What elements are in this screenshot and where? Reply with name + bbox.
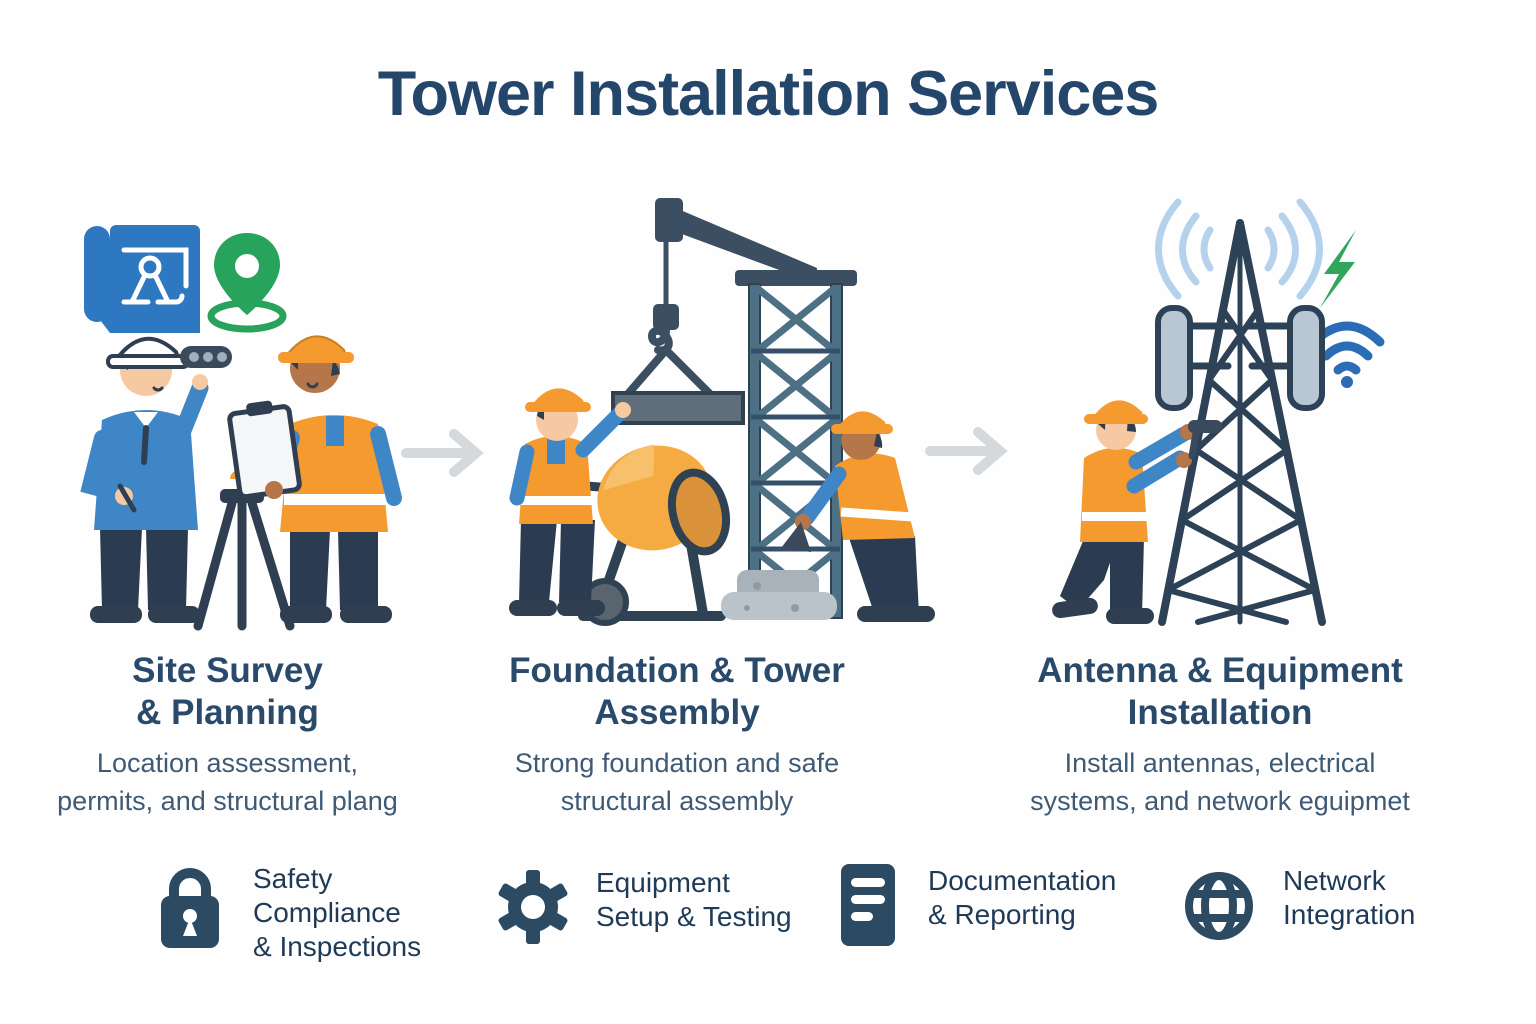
feature-safety-compliance-label: Safety Compliance & Inspections xyxy=(253,858,421,964)
feature-equipment-setup: Equipment Setup & Testing xyxy=(498,862,792,952)
flow-arrow-1 xyxy=(401,429,484,477)
worker-right xyxy=(781,411,935,622)
document-icon xyxy=(841,864,895,946)
feature-1-line-1: Safety xyxy=(253,863,333,894)
step-1-heading-line-2: & Planning xyxy=(136,693,319,732)
gear-icon xyxy=(498,870,568,944)
feature-3-line-1: Documentation xyxy=(928,865,1117,896)
step-1-heading-line-1: Site Survey xyxy=(132,651,323,690)
feature-safety-compliance: Safety Compliance & Inspections xyxy=(155,858,421,964)
step-1-description: Location assessment, permits, and struct… xyxy=(20,744,435,820)
feature-3-line-2: & Reporting xyxy=(928,899,1076,930)
feature-network-integration: Network Integration xyxy=(1183,860,1415,952)
lattice-tower xyxy=(1158,219,1326,626)
step-2-description: Strong foundation and safe structural as… xyxy=(477,744,877,820)
step-3-heading-line-1: Antenna & Equipment xyxy=(1037,651,1403,690)
feature-4-line-1: Network xyxy=(1283,865,1386,896)
feature-documentation-label: Documentation & Reporting xyxy=(928,860,1116,932)
lock-icon xyxy=(161,868,219,948)
clipboard-icon xyxy=(227,400,302,500)
site-survey-illustration xyxy=(80,225,402,631)
feature-4-line-2: Integration xyxy=(1283,899,1416,930)
lattice-mast xyxy=(748,283,843,619)
drill-tool-icon xyxy=(1188,420,1222,460)
step-2-text: Foundation & Tower Assembly Strong found… xyxy=(477,650,877,820)
step-3-heading-line-2: Installation xyxy=(1127,693,1313,732)
globe-icon xyxy=(1185,872,1253,940)
step-3-heading: Antenna & Equipment Installation xyxy=(990,650,1450,734)
step-2-heading-line-1: Foundation & Tower xyxy=(509,651,845,690)
surveyor-worker xyxy=(80,336,232,623)
step-1-text: Site Survey & Planning Location assessme… xyxy=(20,650,435,820)
crane xyxy=(611,198,857,619)
blueprint-icon xyxy=(84,225,200,333)
feature-1-line-3: & Inspections xyxy=(253,931,422,962)
step-2-desc-line-2: structural assembly xyxy=(560,786,794,816)
lightning-bolt-icon xyxy=(1320,230,1356,308)
inspector-worker xyxy=(227,335,402,623)
step-3-desc-line-2: systems, and network eguipmet xyxy=(1030,786,1410,816)
step-3-text: Antenna & Equipment Installation Install… xyxy=(990,650,1450,820)
technician-worker xyxy=(1052,400,1222,624)
worker-left xyxy=(509,388,631,616)
step-1-desc-line-2: permits, and structural plang xyxy=(57,786,398,816)
feature-equipment-setup-label: Equipment Setup & Testing xyxy=(596,862,792,934)
antenna-installation-illustration xyxy=(1052,198,1385,626)
crane-hook xyxy=(623,304,715,399)
step-3-description: Install antennas, electrical systems, an… xyxy=(990,744,1450,820)
feature-2-line-1: Equipment xyxy=(596,867,730,898)
page-title: Tower Installation Services xyxy=(377,59,1160,129)
binoculars-icon xyxy=(180,346,232,390)
cement-mixer xyxy=(578,444,731,626)
step-2-desc-line-1: Strong foundation and safe xyxy=(514,748,840,778)
foundation-assembly-illustration xyxy=(509,198,935,626)
feature-network-integration-label: Network Integration xyxy=(1283,860,1415,932)
step-3-desc-line-1: Install antennas, electrical xyxy=(1064,748,1376,778)
location-pin-icon xyxy=(207,233,287,333)
step-2-heading: Foundation & Tower Assembly xyxy=(477,650,877,734)
feature-2-line-2: Setup & Testing xyxy=(596,901,792,932)
step-1-heading: Site Survey & Planning xyxy=(20,650,435,734)
signal-waves-icon xyxy=(1155,198,1323,300)
antenna-panels xyxy=(1155,305,1325,411)
step-2-heading-line-2: Assembly xyxy=(594,693,760,732)
step-1-desc-line-1: Location assessment, xyxy=(96,748,359,778)
feature-1-line-2: Compliance xyxy=(253,897,401,928)
concrete-foundation xyxy=(721,570,837,620)
flow-arrow-2 xyxy=(925,427,1008,475)
hoisted-beam xyxy=(611,391,745,425)
feature-documentation: Documentation & Reporting xyxy=(836,860,1116,952)
